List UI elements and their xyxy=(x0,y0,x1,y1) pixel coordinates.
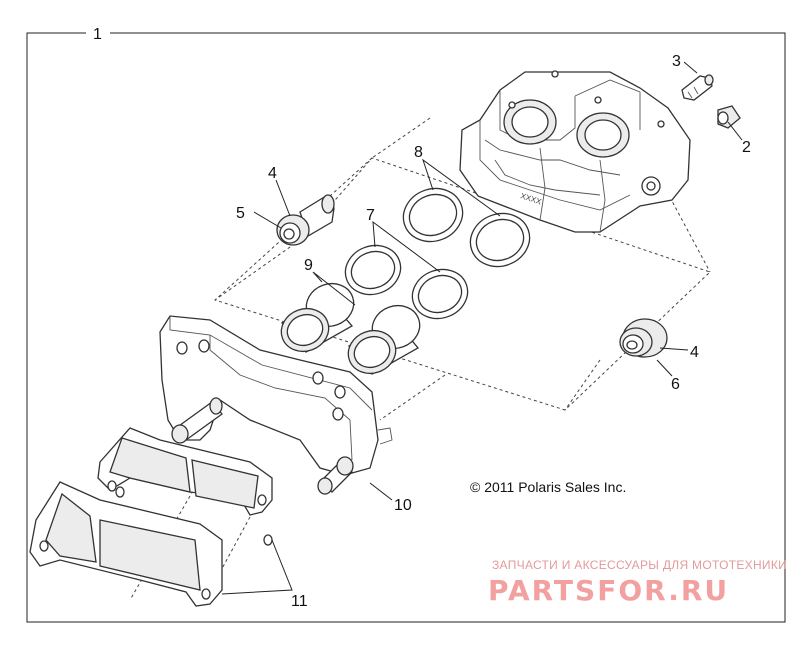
pistons xyxy=(280,282,421,375)
callout-7: 7 xyxy=(366,207,375,224)
callout-4-right: 4 xyxy=(690,344,699,361)
callout-6: 6 xyxy=(671,376,680,393)
guide-boot-right xyxy=(619,318,668,358)
copyright-notice: © 2011 Polaris Sales Inc. xyxy=(470,479,626,495)
assembly-frame xyxy=(26,32,786,623)
piston-seals-inner xyxy=(344,244,469,320)
callout-1: 1 xyxy=(93,26,102,43)
callout-labels: 1 2 3 4 5 8 7 9 4 6 10 11 xyxy=(93,26,751,610)
callout-leaders xyxy=(221,61,743,595)
callout-10: 10 xyxy=(394,497,412,514)
brake-pads xyxy=(29,427,273,607)
callout-4-left: 4 xyxy=(268,165,277,182)
callout-5: 5 xyxy=(236,205,245,222)
piston-seals-outer xyxy=(402,187,531,268)
callout-8: 8 xyxy=(414,144,423,161)
callout-9: 9 xyxy=(304,257,313,274)
callout-2: 2 xyxy=(742,139,751,156)
watermark: ЗАПЧАСТИ И АКСЕССУАРЫ ДЛЯ МОТОТЕХНИКИ PA… xyxy=(488,558,787,607)
caliper-body: XXXX xyxy=(459,70,691,233)
watermark-tagline: ЗАПЧАСТИ И АКСЕССУАРЫ ДЛЯ МОТОТЕХНИКИ xyxy=(492,558,787,572)
callout-3: 3 xyxy=(672,53,681,70)
bleed-cap xyxy=(717,105,741,129)
watermark-brand: PARTSFOR.RU xyxy=(488,574,729,607)
guide-pin-boot-left xyxy=(276,194,335,246)
caliper-bracket xyxy=(159,315,393,495)
callout-11: 11 xyxy=(291,593,308,610)
bleed-screw xyxy=(681,74,714,101)
